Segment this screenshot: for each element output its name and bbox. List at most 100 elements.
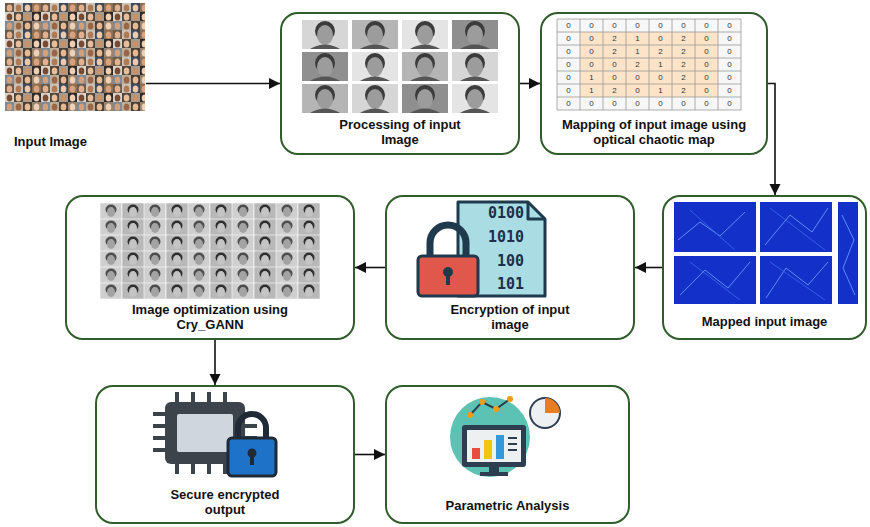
photo [452,20,498,49]
table-cell: 0 [603,58,626,71]
table-cell: 0 [718,32,741,45]
table-cell: 0 [557,19,580,32]
face-grid [302,20,498,113]
table-cell: 2 [626,58,649,71]
table-cell: 2 [649,45,672,58]
table-cell: 0 [718,45,741,58]
face [410,53,440,81]
photo [452,52,498,81]
table-cell: 0 [649,97,672,110]
table-cell: 0 [557,71,580,84]
face [310,53,340,81]
panel-texture [690,208,825,300]
trend-dot [479,399,485,405]
table-cell: 0 [626,19,649,32]
table-cell: 0 [649,19,672,32]
face [460,21,490,49]
table-cell: 0 [695,84,718,97]
table-cell: 2 [603,84,626,97]
process-box: Secure encrypted output [95,385,355,524]
pie-slice [545,398,560,413]
table-cell: 1 [649,84,672,97]
table-cell: 1 [649,58,672,71]
list-lines [508,438,517,450]
node-text: Image optimization using Cry_GANN [118,303,303,333]
table-cell: 0 [557,84,580,97]
table-cell: 2 [672,71,695,84]
node-text: Input Image [14,135,87,150]
table-cell: 0 [649,71,672,84]
table-cell: 0 [557,32,580,45]
photo [302,20,348,49]
table-cell: 0 [603,19,626,32]
binary-digits: 1010 [488,230,524,245]
photo [352,20,398,49]
photo [302,52,348,81]
trend-dot [493,406,499,412]
grid-ground [557,19,741,110]
trend-line [470,399,510,415]
table-cell: 0 [580,58,603,71]
monitor-base [480,472,508,476]
panel-strip [838,202,858,304]
table-cell: 0 [557,58,580,71]
bar [496,435,504,459]
photo [302,84,348,113]
table-cell: 0 [626,71,649,84]
padlock-body [418,256,478,296]
encryption-icon [418,202,545,296]
table-cell: 2 [672,32,695,45]
document-fold [528,202,545,219]
flow-arrow [214,340,216,385]
panel [760,202,832,252]
trend-dot [467,412,473,418]
process-box: Mapping of input image using optical cha… [540,12,768,155]
flow-arrow [768,84,775,196]
table-cell: 2 [603,45,626,58]
padlock-shackle [238,414,266,440]
flow-arrow [355,267,385,269]
face-mosaic [5,3,145,111]
grid-lines [557,19,741,110]
table-cell: 0 [695,45,718,58]
table-cell: 1 [580,84,603,97]
keyhole [446,274,450,285]
process-box: Processing of input Image [280,12,520,155]
table-cell: 0 [580,97,603,110]
panel-texture [678,208,855,298]
table-cell: 0 [695,32,718,45]
process-box: Image optimization using Cry_GANN [65,195,355,340]
node-text: Secure encrypted output [163,488,288,518]
flow-arrow [355,454,385,456]
bar [472,448,480,459]
node-text: Processing of input Image [330,118,470,148]
mapped-image-panels [674,202,858,304]
table-cell: 0 [718,71,741,84]
table-cell: 0 [626,97,649,110]
node-text: Mapped input image [702,315,828,330]
screen [467,430,521,462]
photo [402,52,448,81]
table-cell: 0 [672,97,695,110]
table-cell: 0 [672,19,695,32]
table-cell: 2 [672,84,695,97]
binary-digits: 0100 [488,206,524,221]
face [460,85,490,113]
pie-chart [530,398,560,428]
keyhole [250,455,254,465]
face [410,21,440,49]
table-cell: 0 [695,58,718,71]
table-cell: 0 [557,45,580,58]
analysis-icon [450,396,560,477]
table-cell: 0 [695,97,718,110]
face [410,85,440,113]
photo [352,84,398,113]
node-text: Encryption of input image [440,303,580,333]
photo [352,52,398,81]
image-node: Input Image [4,2,146,152]
flow-arrow [635,267,662,269]
